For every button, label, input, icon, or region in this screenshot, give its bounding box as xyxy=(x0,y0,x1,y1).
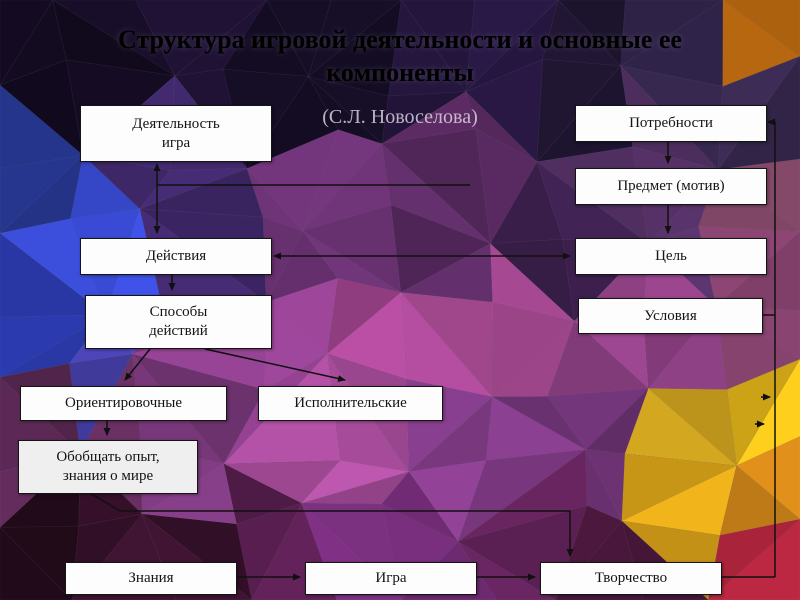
background-triangle xyxy=(722,0,800,88)
background-triangle xyxy=(222,0,310,77)
background-triangle xyxy=(388,0,467,97)
background-triangle xyxy=(302,129,383,232)
node-conditions: Условия xyxy=(578,298,763,334)
background-triangle xyxy=(584,449,626,523)
background-triangle xyxy=(475,128,538,245)
node-goal: Цель xyxy=(575,238,767,275)
node-actions: Действия xyxy=(80,238,272,275)
background-triangle xyxy=(0,526,73,600)
background-triangle xyxy=(491,301,576,398)
slide-title: Структура игровой деятельности и основны… xyxy=(0,24,800,89)
node-knowledge: Знания xyxy=(65,562,237,595)
slide-title-line1: Структура игровой деятельности и основны… xyxy=(118,25,682,54)
background-triangle xyxy=(326,277,402,355)
background-triangle xyxy=(542,0,622,67)
node-needs: Потребности xyxy=(575,105,767,142)
node-creativity: Творчество xyxy=(540,562,722,595)
background-triangle xyxy=(0,0,54,86)
background-triangle xyxy=(0,154,84,234)
slide-title-line2: компоненты xyxy=(326,57,474,87)
background-triangle xyxy=(0,314,108,378)
node-action-methods: Способы действий xyxy=(85,295,272,349)
slide-attribution: (С.Л. Новоселова) xyxy=(322,106,478,128)
node-orienting: Ориентировочные xyxy=(20,386,227,421)
background-triangle xyxy=(546,387,650,451)
background-triangle xyxy=(390,204,492,293)
node-generalize-experience: Обобщать опыт, знания о мире xyxy=(18,440,198,494)
background-triangle xyxy=(624,387,738,467)
node-activity-game: Деятельность игра xyxy=(80,105,272,162)
background-triangle xyxy=(381,91,467,145)
background-triangle xyxy=(620,0,724,67)
background-triangle xyxy=(489,239,575,322)
background-triangle xyxy=(621,453,738,522)
background-triangle xyxy=(0,154,85,234)
background-triangle xyxy=(246,168,304,232)
node-game: Игра xyxy=(305,562,477,595)
background-triangle xyxy=(457,541,556,600)
background-triangle xyxy=(0,59,84,157)
background-triangle xyxy=(307,0,402,78)
background-triangle xyxy=(135,0,268,77)
background-triangle xyxy=(465,0,559,93)
node-motive-subject: Предмет (мотив) xyxy=(575,168,767,205)
node-executive: Исполнительские xyxy=(258,386,443,421)
